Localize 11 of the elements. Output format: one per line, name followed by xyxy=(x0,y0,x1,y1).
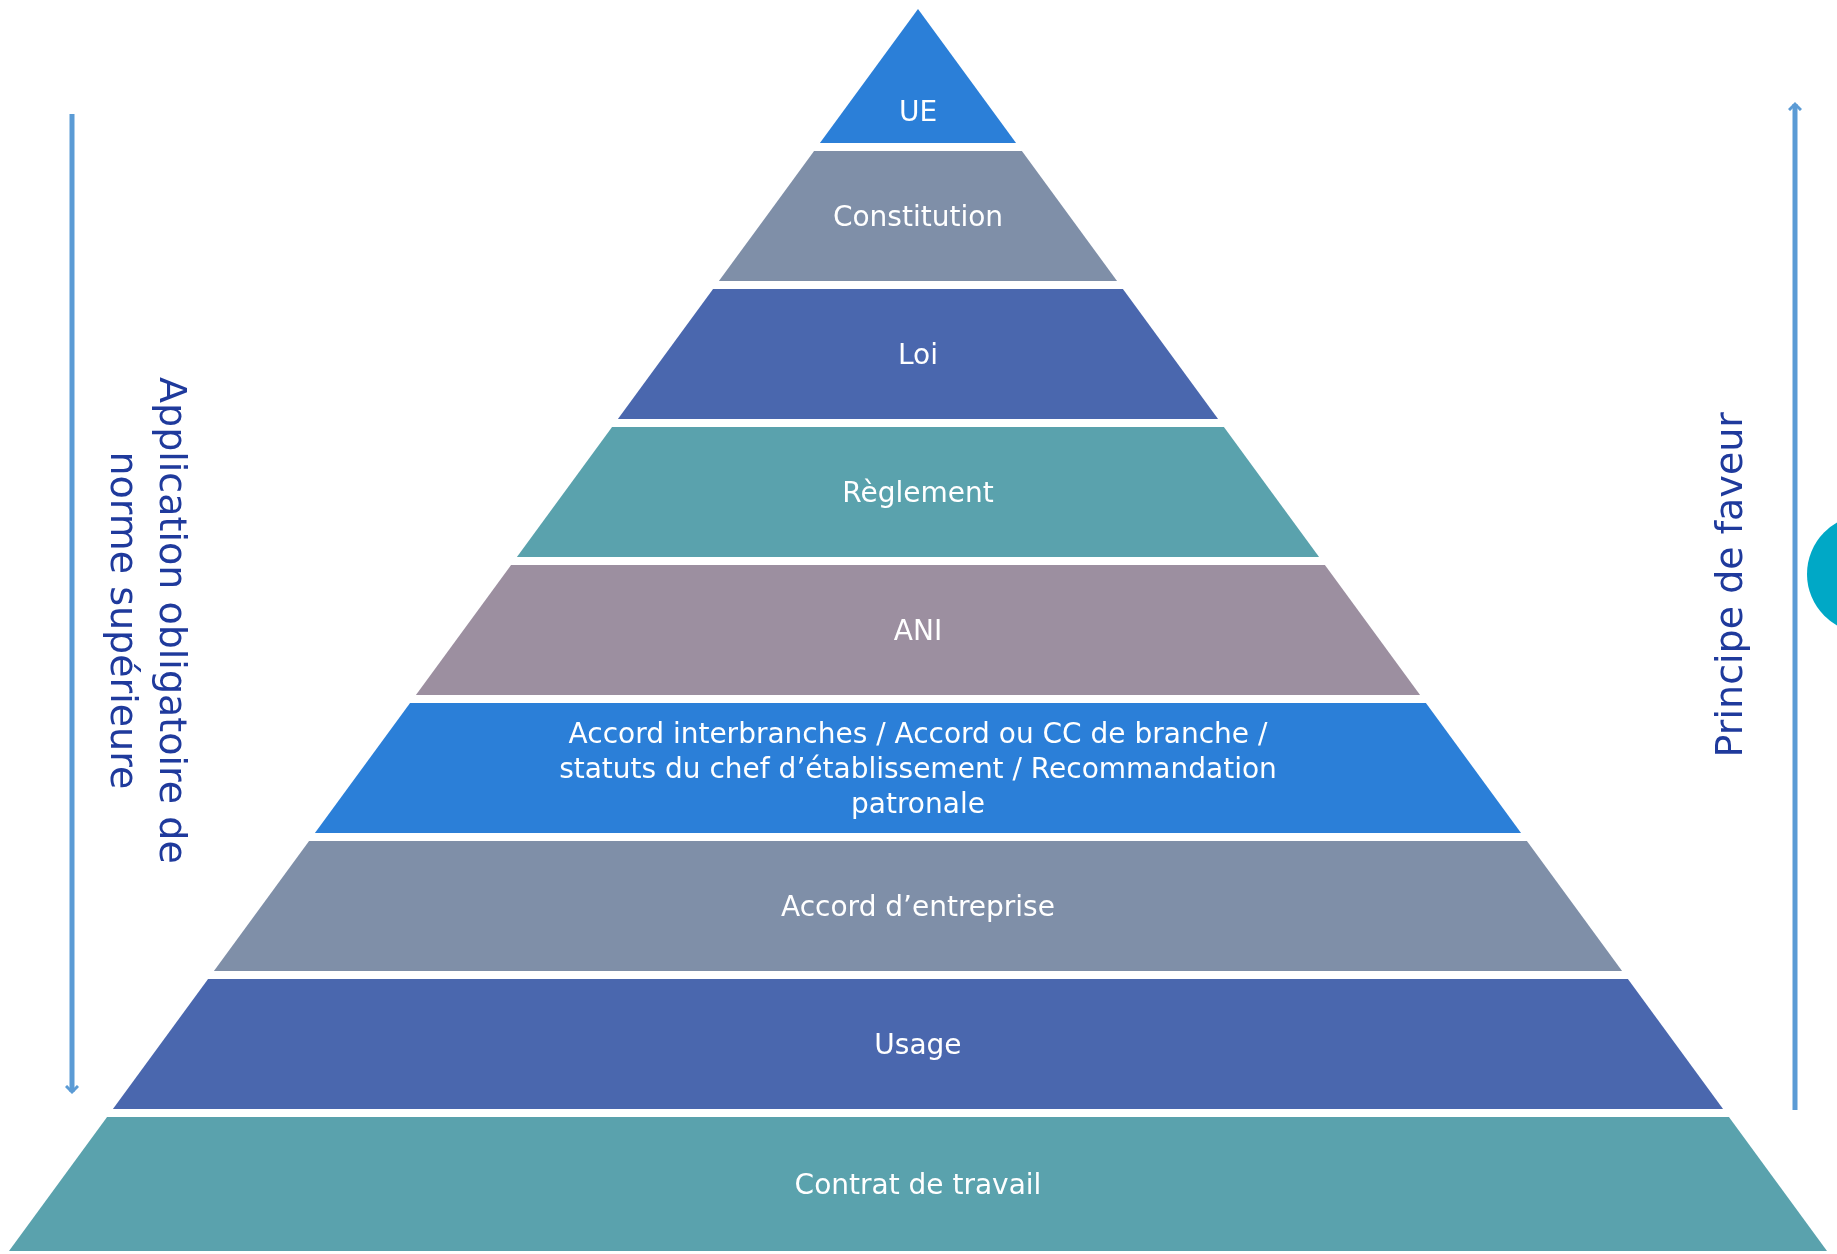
axis-label: Principe de faveur xyxy=(1706,412,1753,758)
level-label: Constitution xyxy=(832,198,1004,234)
level-label: UE xyxy=(898,93,938,129)
level-label: Usage xyxy=(874,1026,962,1062)
level-label: Loi xyxy=(897,336,938,372)
level-label: Accord d’entreprise xyxy=(781,888,1055,924)
level-label: Accord interbranches / Accord ou CC de branche / statuts du chef d’établissement / Recommandation patronale xyxy=(558,715,1278,821)
level-label: Règlement xyxy=(842,474,994,510)
axis-label: Application obligatoire de norme supérieure xyxy=(101,375,197,866)
level-label: ANI xyxy=(893,612,943,648)
level-label: Contrat de travail xyxy=(794,1166,1042,1202)
